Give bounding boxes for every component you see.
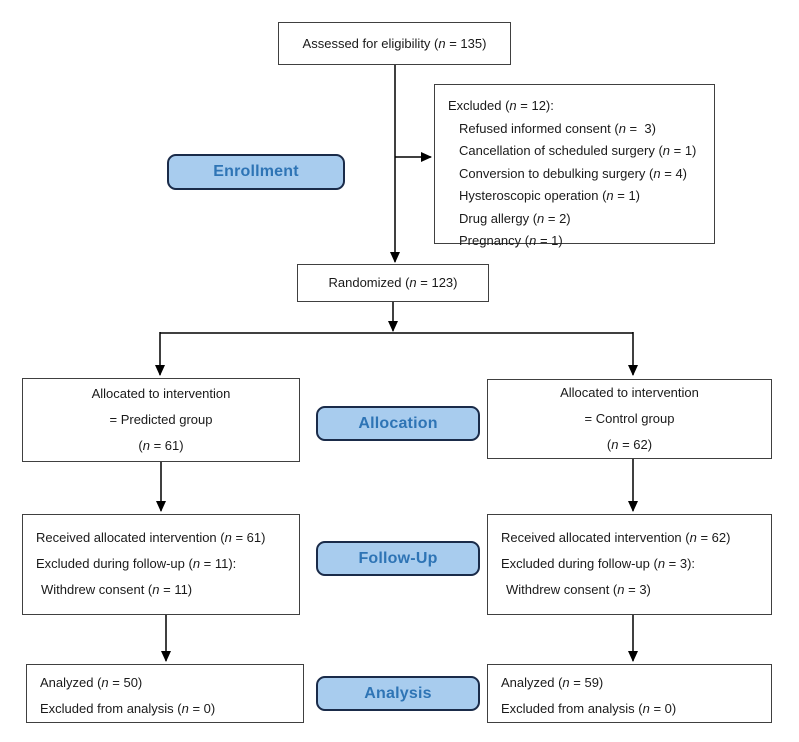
analysis-control-box: Analyzed (n = 59) Excluded from analysis…: [487, 664, 772, 723]
analysis-right-line: Excluded from analysis (n = 0): [501, 701, 677, 716]
followup-right-line: Excluded during follow-up (n = 3):: [501, 556, 696, 571]
stage-label-analysis: Analysis: [316, 676, 480, 711]
stage-label-allocation-text: Allocation: [358, 414, 438, 432]
excluded-item: Hysteroscopic operation (n = 1): [459, 188, 641, 203]
alloc-right-line: = Control group: [584, 411, 675, 426]
analysis-right-line: Analyzed (n = 59): [501, 675, 604, 690]
excluded-item: Cancellation of scheduled surgery (n = 1…: [459, 143, 697, 158]
alloc-right-line: (n = 62): [606, 437, 653, 452]
excluded-item: Pregnancy (n = 1): [459, 233, 563, 248]
followup-left-line: Excluded during follow-up (n = 11):: [36, 556, 237, 571]
excluded-title: Excluded (n = 12):: [448, 98, 554, 113]
alloc-right-line: Allocated to intervention: [560, 385, 699, 400]
stage-label-followup-text: Follow-Up: [358, 549, 438, 567]
followup-left-line: Received allocated intervention (n = 61): [36, 530, 266, 545]
alloc-left-line: Allocated to intervention: [91, 386, 231, 401]
excluded-box: Excluded (n = 12): Refused informed cons…: [434, 84, 715, 248]
stage-label-allocation: Allocation: [316, 406, 480, 441]
stage-label-enrollment: Enrollment: [167, 154, 345, 190]
stage-label-followup: Follow-Up: [316, 541, 480, 576]
assessed-box: Assessed for eligibility (n = 135): [278, 22, 511, 65]
alloc-left-line: (n = 61): [138, 438, 184, 453]
analysis-left-line: Excluded from analysis (n = 0): [40, 701, 216, 716]
allocated-predicted-box: Allocated to intervention = Predicted gr…: [22, 378, 300, 462]
assessed-text: Assessed for eligibility (n = 135): [302, 35, 487, 51]
analysis-predicted-box: Analyzed (n = 50) Excluded from analysis…: [26, 664, 304, 723]
stage-label-analysis-text: Analysis: [364, 684, 432, 702]
excluded-item: Drug allergy (n = 2): [459, 210, 571, 226]
followup-predicted-box: Received allocated intervention (n = 61)…: [22, 514, 300, 615]
followup-control-box: Received allocated intervention (n = 62)…: [487, 514, 772, 615]
allocated-control-box: Allocated to intervention = Control grou…: [487, 379, 772, 459]
randomized-box: Randomized (n = 123): [297, 264, 489, 302]
randomized-text: Randomized (n = 123): [328, 275, 458, 290]
followup-right-line: Withdrew consent (n = 3): [506, 582, 651, 597]
stage-label-enrollment-text: Enrollment: [213, 163, 299, 180]
excluded-item: Conversion to debulking surgery (n = 4): [459, 165, 687, 181]
alloc-left-line: = Predicted group: [109, 412, 213, 427]
followup-right-line: Received allocated intervention (n = 62): [501, 530, 731, 545]
analysis-left-line: Analyzed (n = 50): [40, 675, 143, 690]
followup-left-line: Withdrew consent (n = 11): [41, 582, 193, 597]
excluded-item: Refused informed consent (n = 3): [459, 120, 656, 136]
